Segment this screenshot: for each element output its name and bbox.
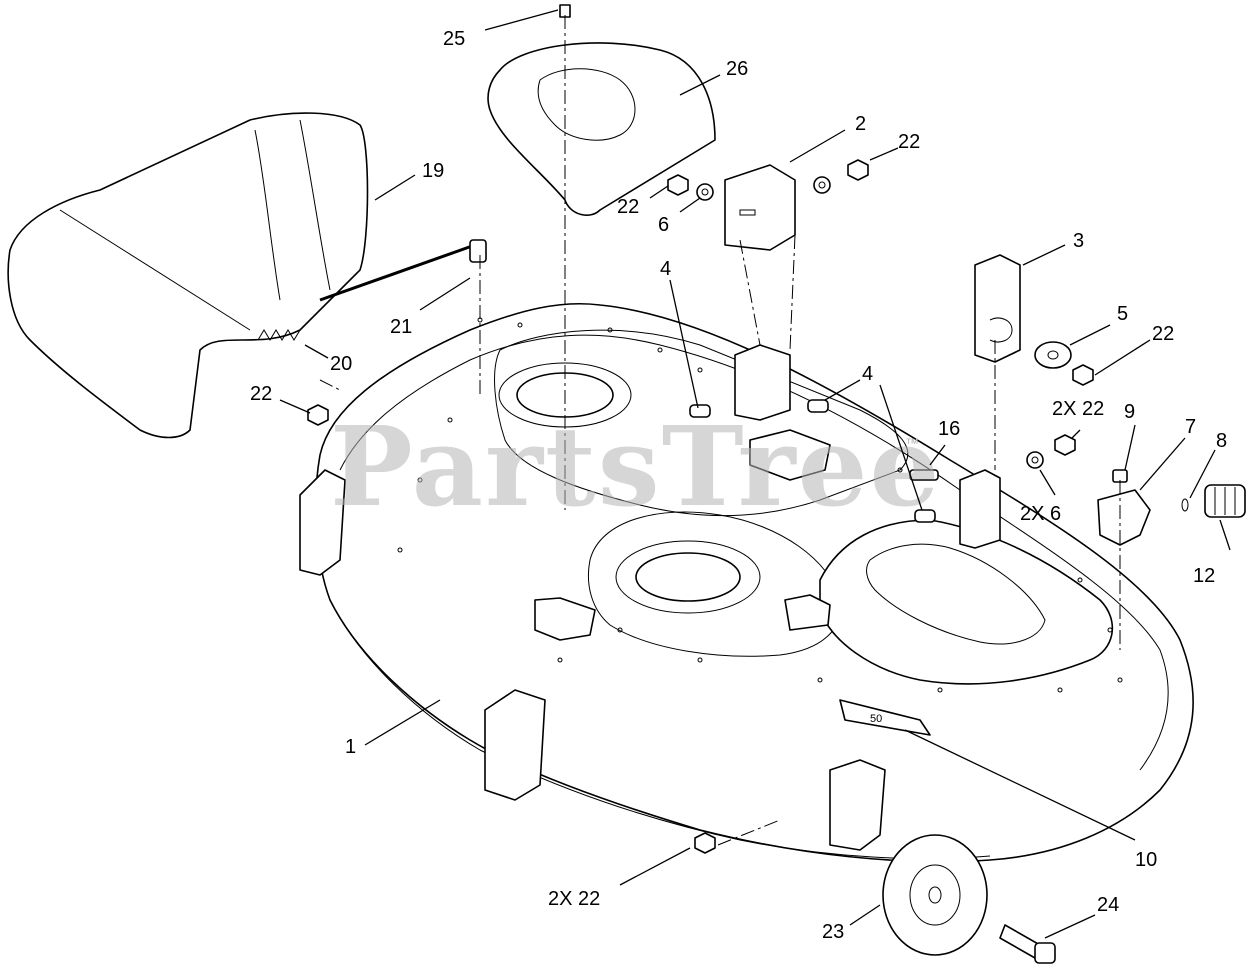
bracket-3 <box>974 254 1021 363</box>
callout-22-left: 22 <box>250 383 272 405</box>
callout-22-top-left: 22 <box>617 196 639 218</box>
callout-12: 12 <box>1193 565 1215 587</box>
chute-rod <box>319 239 487 302</box>
callout-21: 21 <box>390 316 412 338</box>
callout-22-right: 22 <box>1152 323 1174 345</box>
callout-6-top: 6 <box>658 214 669 236</box>
callout-4-left: 4 <box>660 258 671 280</box>
callout-1: 1 <box>345 736 356 758</box>
callout-8: 8 <box>1216 430 1227 452</box>
callout-23: 23 <box>822 921 844 943</box>
chute-spring-icon <box>257 329 301 341</box>
callout-16: 16 <box>938 418 960 440</box>
callout-19: 19 <box>422 160 444 182</box>
callout-2x22-right: 2X 22 <box>1052 398 1104 420</box>
leader-lines <box>279 9 1231 939</box>
callout-9: 9 <box>1124 401 1135 423</box>
mower-deck: 50 <box>299 302 1194 863</box>
hardware <box>307 4 1246 854</box>
gauge-wheel <box>882 834 988 956</box>
bracket-2 <box>724 164 796 251</box>
callout-22-top-right: 22 <box>898 131 920 153</box>
deck-label-icon: 50 <box>870 713 882 725</box>
callout-7: 7 <box>1185 416 1196 438</box>
callout-2: 2 <box>855 113 866 135</box>
callout-24: 24 <box>1097 894 1119 916</box>
belt-cover <box>487 42 716 216</box>
watermark-trademark: ™ <box>905 435 919 451</box>
discharge-chute <box>7 112 369 439</box>
callout-2x6: 2X 6 <box>1020 503 1061 525</box>
callout-3: 3 <box>1073 230 1084 252</box>
callout-20: 20 <box>330 353 352 375</box>
callout-26: 26 <box>726 58 748 80</box>
watermark-text: PartsTree <box>330 402 942 531</box>
callout-4-right: 4 <box>862 363 873 385</box>
callout-25: 25 <box>443 28 465 50</box>
callout-labels: 25 26 19 2 22 22 6 4 3 21 5 22 20 22 4 2… <box>250 28 1227 943</box>
callout-2x22-bottom: 2X 22 <box>548 888 600 910</box>
callout-10: 10 <box>1135 849 1157 871</box>
wheel-bolt <box>999 924 1056 964</box>
callout-5: 5 <box>1117 303 1128 325</box>
